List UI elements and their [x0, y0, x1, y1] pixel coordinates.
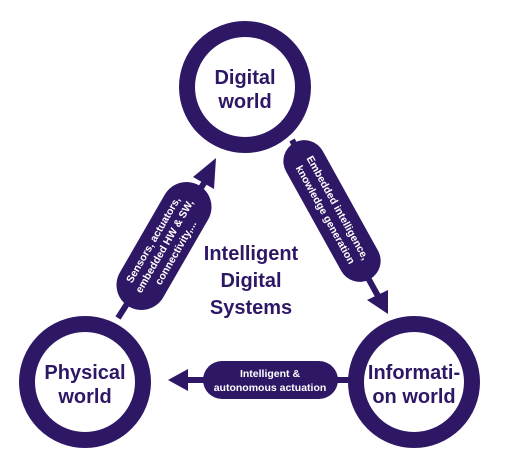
node-physical-world-line2: world — [57, 386, 111, 408]
node-information-world-line1: Informati- — [368, 362, 460, 384]
center-title-line2: Digital — [220, 270, 281, 292]
pill-information-to-physical-line1: Intelligent & — [240, 368, 301, 380]
pill-information-to-physical-line2: autonomous actuation — [214, 382, 327, 394]
center-title-line1: Intelligent — [204, 243, 299, 265]
pill-digital-to-information: Embedded intelligence, knowledge generat… — [283, 140, 381, 282]
center-title: Intelligent Digital Systems — [204, 243, 299, 319]
arrowhead-to-digital — [193, 158, 216, 189]
node-information-world: Informati- on world — [348, 316, 480, 448]
center-title-line3: Systems — [210, 297, 292, 319]
node-digital-world: Digital world — [179, 21, 311, 153]
arrowhead-to-information — [367, 290, 388, 314]
pill-information-to-physical: Intelligent & autonomous actuation — [203, 361, 338, 399]
node-digital-world-line1: Digital — [214, 67, 275, 89]
node-digital-world-line2: world — [217, 91, 271, 113]
arrowhead-to-physical — [168, 369, 188, 391]
node-physical-world-line1: Physical — [44, 362, 125, 384]
node-physical-world: Physical world — [19, 316, 151, 448]
node-information-world-line2: on world — [372, 386, 455, 408]
